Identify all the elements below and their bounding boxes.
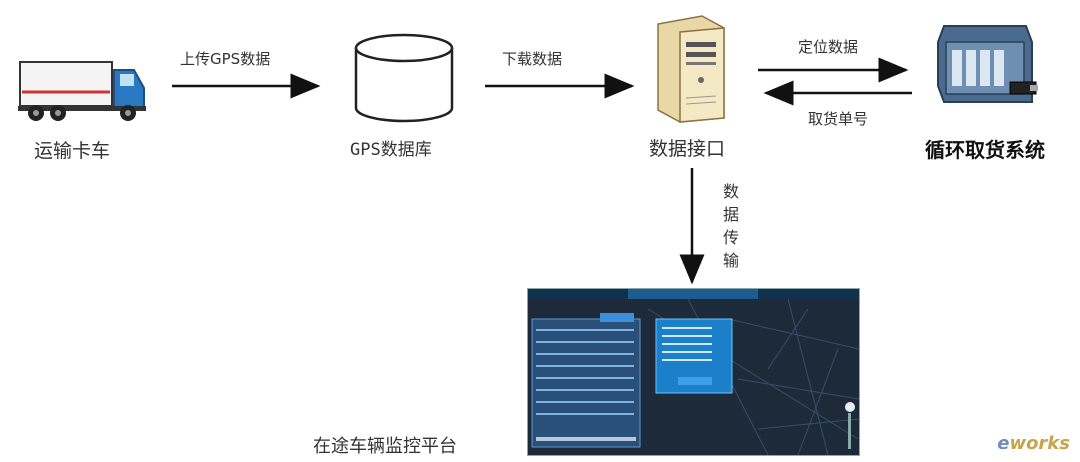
truck-label: 运输卡车 [34, 140, 111, 162]
monitor-screen [527, 288, 860, 456]
eworks-logo: eworks [997, 433, 1070, 454]
pickup-system-label: 循环取货系统 [925, 138, 1045, 162]
database-icon [354, 33, 454, 123]
interface-label: 数据接口 [649, 138, 726, 160]
transfer-label: 数据传输 [722, 182, 739, 270]
server-icon [657, 15, 725, 123]
truck-icon [18, 61, 146, 121]
monitor-map [528, 289, 859, 455]
monitor-label: 在途车辆监控平台 [313, 436, 457, 457]
rack-server-icon [937, 25, 1038, 103]
download-label: 下载数据 [502, 50, 563, 68]
pickup-no-label: 取货单号 [808, 110, 869, 128]
upload-label: 上传GPS数据 [180, 50, 271, 68]
gps-db-label: GPS数据库 [350, 140, 432, 160]
location-label: 定位数据 [798, 38, 859, 56]
